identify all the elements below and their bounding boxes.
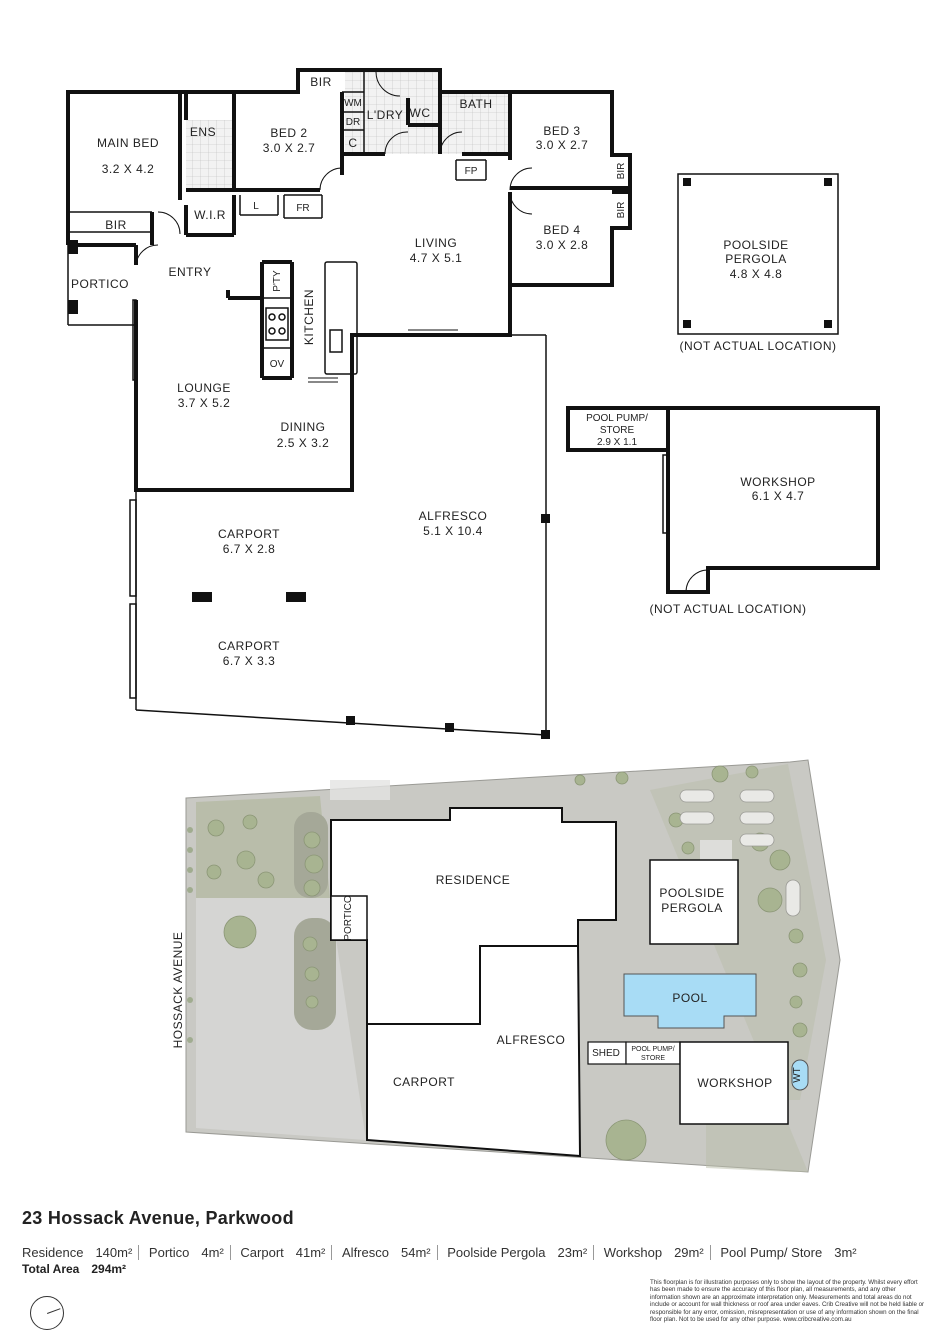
fireplace-label: FP <box>465 166 478 177</box>
room-wm-label: WM <box>344 98 362 109</box>
pool-pump-label-2: STORE <box>600 425 635 436</box>
room-dining-dims: 2.5 X 3.2 <box>277 436 330 450</box>
room-lounge-label: LOUNGE <box>177 381 231 395</box>
floor-plan-labels: MAIN BED 3.2 X 4.2 ENS BIR W.I.R BED 2 3… <box>71 75 836 668</box>
site-pool <box>623 973 757 1029</box>
pool-pump-dims: 2.9 X 1.1 <box>597 437 637 448</box>
linen-label: L <box>253 201 259 212</box>
carport2-label: CARPORT <box>218 639 280 653</box>
site-alfresco-carport <box>366 945 582 1158</box>
site-pergola <box>649 859 739 945</box>
room-ens-label: ENS <box>190 125 216 139</box>
room-bed4-dims: 3.0 X 2.8 <box>536 238 589 252</box>
floor-plan <box>66 68 880 739</box>
garden-bed-top <box>294 812 328 898</box>
pool-pump-label: POOL PUMP/ <box>586 413 648 424</box>
room-bath-label: BATH <box>459 97 492 111</box>
room-lounge-dims: 3.7 X 5.2 <box>178 396 231 410</box>
room-main-bed-label: MAIN BED <box>97 136 159 150</box>
room-main-bed-dims: 3.2 X 4.2 <box>102 162 155 176</box>
kitchen-label: KITCHEN <box>302 289 316 345</box>
site-portico <box>330 895 368 941</box>
site-workshop-label: WORKSHOP <box>697 1076 772 1090</box>
oven-label: OV <box>270 359 285 370</box>
room-laundry-label: L'DRY <box>367 108 404 122</box>
site-pool-label: POOL <box>672 991 707 1005</box>
site-pump-label: POOL PUMP/ <box>631 1046 674 1053</box>
street-label: HOSSACK AVENUE <box>171 932 185 1049</box>
room-bed3-label: BED 3 <box>543 124 580 138</box>
site-pergola-label-2: PERGOLA <box>661 901 723 915</box>
site-shed-label: SHED <box>592 1048 620 1059</box>
site-residence <box>330 807 617 1025</box>
site-carport-label: CARPORT <box>393 1075 455 1089</box>
alfresco-label: ALFRESCO <box>419 509 488 523</box>
site-plan-labels: HOSSACK AVENUE RESIDENCE PORTICO ALFRESC… <box>171 873 803 1090</box>
site-plan <box>185 759 841 1173</box>
workshop-note: (NOT ACTUAL LOCATION) <box>650 602 807 616</box>
north-compass-icon <box>30 1296 64 1330</box>
workshop-label: WORKSHOP <box>740 475 815 489</box>
site-pump-label-2: STORE <box>641 1055 665 1062</box>
room-wc-label: WC <box>410 106 431 120</box>
carport2-dims: 6.7 X 3.3 <box>223 654 276 668</box>
room-bed2-dims: 3.0 X 2.7 <box>263 141 316 155</box>
site-residence-label: RESIDENCE <box>436 873 511 887</box>
pergola-note: (NOT ACTUAL LOCATION) <box>680 339 837 353</box>
carport1-dims: 6.7 X 2.8 <box>223 542 276 556</box>
portico-label: PORTICO <box>71 277 129 291</box>
pantry-label: P'TY <box>272 270 283 292</box>
room-bed3-dims: 3.0 X 2.7 <box>536 138 589 152</box>
pergola-label: POOLSIDE <box>723 238 788 252</box>
site-wt-label: WT <box>792 1067 803 1083</box>
room-bir-bed4-label: BIR <box>616 202 627 219</box>
room-dr-label: DR <box>346 117 360 128</box>
room-bir-main-label: BIR <box>105 218 127 232</box>
property-address: 23 Hossack Avenue, Parkwood <box>22 1208 294 1228</box>
site-water-tank <box>791 1059 809 1091</box>
room-living-label: LIVING <box>415 236 457 250</box>
disclaimer: This floorplan is for illustration purpo… <box>650 1279 925 1324</box>
carport1-label: CARPORT <box>218 527 280 541</box>
room-bir-top-label: BIR <box>310 75 332 89</box>
site-portico-label: PORTICO <box>343 895 354 941</box>
site-workshop <box>679 1041 789 1125</box>
floor-plan-drawing: MAIN BED 3.2 X 4.2 ENS BIR W.I.R BED 2 3… <box>66 68 880 1173</box>
fridge-label: FR <box>296 203 309 214</box>
room-bed4-label: BED 4 <box>543 223 580 237</box>
room-wir-label: W.I.R <box>194 208 226 222</box>
site-pergola-label: POOLSIDE <box>659 886 724 900</box>
workshop-dims: 6.1 X 4.7 <box>752 489 805 503</box>
room-living-dims: 4.7 X 5.1 <box>410 251 463 265</box>
room-dining-label: DINING <box>281 420 326 434</box>
pergola-dims: 4.8 X 4.8 <box>730 267 783 281</box>
room-bed2-label: BED 2 <box>270 126 307 140</box>
pergola-label-2: PERGOLA <box>725 252 787 266</box>
room-bir-bed3-label: BIR <box>616 163 627 180</box>
alfresco-dims: 5.1 X 10.4 <box>423 524 483 538</box>
site-alfresco-label: ALFRESCO <box>497 1033 566 1047</box>
entry-label: ENTRY <box>169 265 212 279</box>
room-c-label: C <box>348 136 357 150</box>
